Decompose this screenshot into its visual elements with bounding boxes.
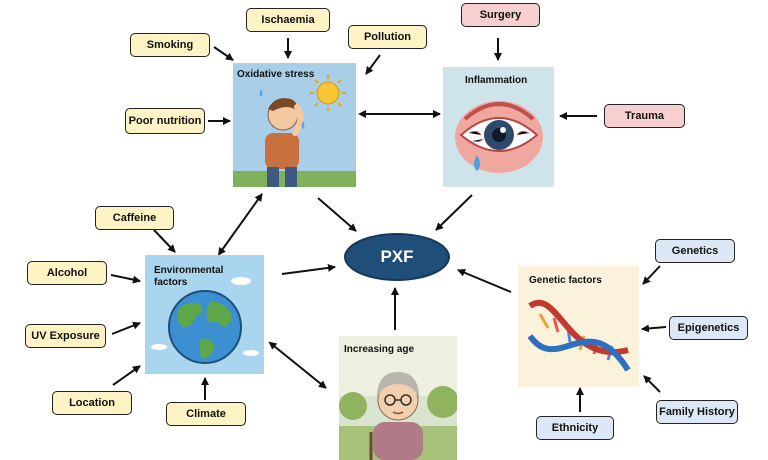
arrow-environmental-age [268,341,327,389]
environmental-factors-title: Environmental factors [154,265,224,288]
factor-poor-nutrition: Poor nutrition [125,108,205,134]
arrow-oxidative-pxf [317,197,357,232]
increasing-age-panel: Increasing age [339,336,457,460]
arrow-environmental-oxidative [217,193,263,256]
oxidative-stress-title: Oxidative stress [237,69,315,80]
genetic-factors-panel: Genetic factors [518,266,639,387]
factor-genetics: Genetics [655,239,735,263]
factor-ethnicity: Ethnicity [536,416,614,440]
arrow-uv-exposure [111,321,141,335]
factor-trauma: Trauma [604,104,685,128]
sweating-person-sun-icon [233,75,356,187]
factor-ischaemia: Ischaemia [246,8,330,32]
arrow-genetics [642,265,661,285]
arrow-caffeine [153,229,176,253]
arrow-environmental-pxf [281,263,336,275]
arrow-pollution [365,54,381,75]
factor-family-history: Family History [656,400,738,424]
elderly-woman-icon [339,336,457,460]
factor-surgery: Surgery [461,3,540,27]
factor-alcohol: Alcohol [27,261,107,285]
environmental-factors-panel: Environmental factors [145,255,264,374]
factor-location: Location [52,391,132,415]
arrow-smoking [213,46,234,61]
arrow-family-history [643,375,661,393]
arrow-epigenetics [641,324,667,333]
arrow-inflammation-pxf [435,194,473,231]
dna-helix-icon [527,299,631,372]
pxf-node: PXF [344,233,450,281]
factor-uv-exposure: UV Exposure [25,324,106,348]
inflammation-panel: Inflammation [443,67,554,187]
increasing-age-title: Increasing age [344,344,415,355]
factor-pollution: Pollution [348,25,427,49]
genetic-factors-title: Genetic factors [529,275,602,286]
arrow-location [112,365,141,386]
factor-epigenetics: Epigenetics [669,316,748,340]
earth-globe-icon [151,277,259,364]
oxidative-stress-panel: Oxidative stress [233,63,356,187]
arrow-genetic-pxf [457,268,512,293]
arrow-alcohol [110,274,141,284]
factor-smoking: Smoking [130,33,210,57]
factor-climate: Climate [166,402,246,426]
inflamed-eye-icon [455,101,543,173]
inflammation-title: Inflammation [465,75,528,86]
factor-caffeine: Caffeine [95,206,174,230]
